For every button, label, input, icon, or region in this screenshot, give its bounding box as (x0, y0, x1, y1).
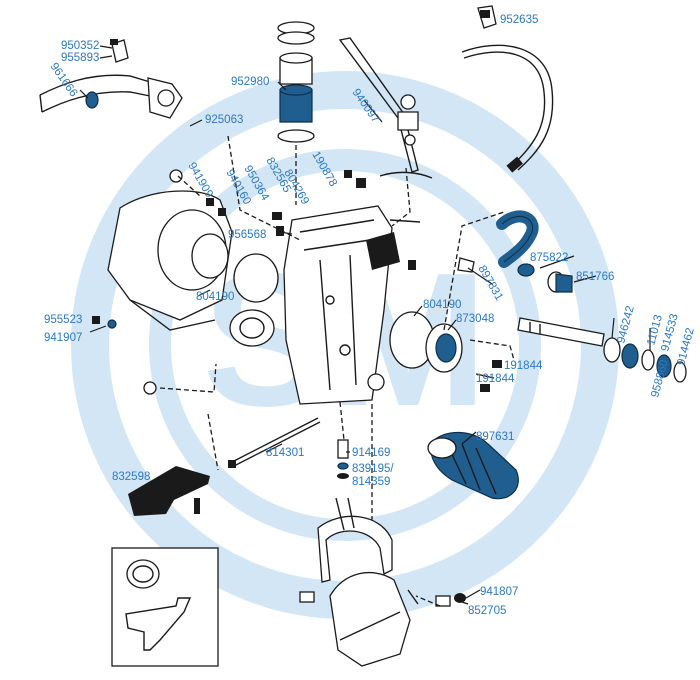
bushing-stack (277, 21, 315, 205)
label-804190-left: 804190 (196, 291, 234, 303)
label-852705: 852705 (468, 605, 506, 617)
label-851766: 851766 (576, 271, 614, 283)
label-961666: 961666 (48, 61, 80, 99)
tie-rod (228, 417, 321, 468)
label-814359: 814359 (352, 476, 390, 488)
clip-952635 (477, 5, 497, 29)
shift-lever (338, 37, 433, 179)
leader-lines (79, 45, 651, 605)
label-955893: 955893 (61, 52, 99, 64)
label-832598: 832598 (112, 471, 150, 483)
main-housing (107, 190, 463, 405)
label-956568: 956568 (228, 229, 266, 241)
label-814301: 814301 (266, 447, 304, 459)
inset-box (111, 547, 219, 667)
label-952635: 952635 (500, 14, 538, 26)
label-914169: 914169 (352, 447, 390, 459)
label-955523: 955523 (44, 314, 82, 326)
hose-and-fitting (457, 210, 573, 293)
label-950352: 950352 (61, 40, 99, 52)
label-875822: 875822 (530, 252, 568, 264)
bellows-boot (427, 431, 519, 500)
label-941807: 941807 (480, 586, 518, 598)
label-925063: 925063 (205, 114, 243, 126)
label-946242: 946242 (615, 305, 637, 345)
label-191844-lower: 191844 (504, 360, 543, 372)
water-pipe-assembly (39, 39, 183, 119)
bracket-832598 (128, 466, 210, 516)
label-914462: 914462 (675, 327, 697, 367)
bolt-stack (337, 439, 349, 479)
label-952980: 952980 (231, 76, 269, 88)
guide-lines (159, 135, 515, 607)
label-191844-upper: 191844 (476, 373, 515, 385)
label-839195: 839195/ (352, 463, 394, 475)
label-873048: 873048 (456, 313, 494, 325)
label-941907: 941907 (44, 332, 82, 344)
label-804190-right: 804190 (423, 299, 461, 311)
swivel-bracket (299, 497, 466, 667)
label-897631: 897631 (476, 431, 514, 443)
input-shaft (517, 317, 687, 383)
speedometer-cable (461, 44, 554, 173)
small-hardware (92, 169, 502, 395)
